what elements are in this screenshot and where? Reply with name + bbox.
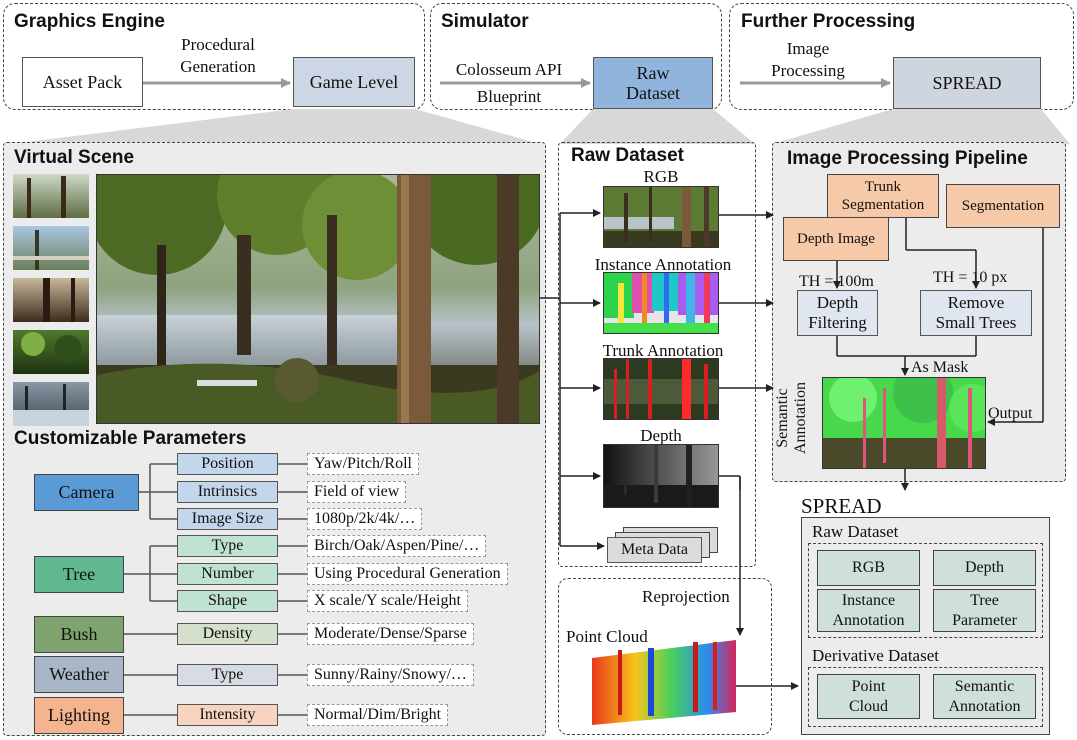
weather-type-value: Sunny/Rainy/Snowy/…: [307, 664, 474, 686]
camera-image-size-value: 1080p/2k/4k/…: [307, 508, 423, 530]
reprojection-label: Reprojection: [642, 587, 730, 606]
output-label: Output: [988, 405, 1033, 422]
scene-thumbnails: [13, 174, 89, 426]
raw-dataset-box-top: Raw Dataset: [593, 57, 713, 109]
lighting-intensity-param: Intensity: [177, 704, 278, 726]
trunk-segmentation-doc: Trunk Segmentation: [827, 174, 939, 218]
virtual-scene-title: Virtual Scene: [14, 147, 135, 168]
pipeline-title: Image Processing Pipeline: [787, 148, 1028, 169]
game-level-box: Game Level: [293, 57, 415, 107]
further-processing-title: Further Processing: [741, 11, 916, 32]
th-trees-label: TH = 10 px: [933, 269, 1008, 286]
point-cloud-label: Point Cloud: [566, 627, 648, 646]
trunk-annotation-label: Trunk Annotation: [602, 341, 724, 360]
camera-intrinsics-value: Field of view: [307, 481, 407, 503]
semantic-annotation-image: [822, 377, 986, 469]
spread-derivative-dataset-title: Derivative Dataset: [812, 646, 939, 665]
procedural-generation-label: Procedural Generation: [180, 35, 256, 76]
weather-type-param: Type: [177, 664, 278, 686]
simulator-section: [430, 3, 722, 110]
spread-raw-dataset-group: [808, 543, 1043, 638]
tree-shape-param: Shape: [177, 590, 278, 612]
trunk-annotation-image: [603, 358, 719, 420]
bush-density-param: Density: [177, 623, 278, 645]
depth-image-doc: Depth Image: [783, 217, 889, 261]
depth-label: Depth: [640, 426, 682, 445]
blueprint-label: Blueprint: [476, 87, 542, 106]
tree-number-value: Using Procedural Generation: [307, 563, 508, 585]
camera-image-size-param: Image Size: [177, 508, 278, 530]
spread-rgb-box: RGB: [817, 550, 920, 586]
customizable-parameters-title: Customizable Parameters: [14, 428, 247, 449]
camera-intrinsics-param: Intrinsics: [177, 481, 278, 503]
tree-number-param: Number: [177, 563, 278, 585]
image-processing-label: Image Processing: [771, 39, 845, 80]
virtual-scene-image: [96, 174, 540, 424]
spread-semantic-annotation-box: Semantic Annotation: [933, 674, 1036, 719]
lighting-intensity-value: Normal/Dim/Bright: [307, 704, 449, 726]
point-cloud-section: [558, 578, 772, 735]
instance-annotation-image: [603, 272, 719, 334]
simulator-title: Simulator: [441, 11, 529, 32]
rgb-image: [603, 186, 719, 248]
camera-position-value: Yaw/Pitch/Roll: [307, 453, 419, 475]
graphics-engine-title: Graphics Engine: [14, 11, 165, 32]
spread-point-cloud-box: Point Cloud: [817, 674, 920, 719]
tree-shape-value: X scale/Y scale/Height: [307, 590, 468, 612]
raw-dataset-section: [558, 142, 756, 567]
tree-type-param: Type: [177, 535, 278, 557]
graphics-engine-section: [3, 3, 425, 110]
depth-filtering-box: Depth Filtering: [797, 290, 878, 336]
spread-title: SPREAD: [801, 494, 882, 518]
rgb-label: RGB: [643, 167, 679, 186]
lighting-group: Lighting: [34, 697, 124, 734]
remove-small-trees-box: Remove Small Trees: [920, 290, 1032, 336]
asset-pack-box: Asset Pack: [22, 57, 143, 107]
spread-instance-annotation-box: Instance Annotation: [817, 589, 920, 632]
spread-derivative-dataset-group: [808, 667, 1043, 727]
spread-depth-box: Depth: [933, 550, 1036, 586]
colosseum-api-label: Colosseum API: [455, 60, 563, 79]
point-cloud-image: [592, 640, 736, 725]
tree-group: Tree: [34, 556, 124, 593]
camera-group: Camera: [34, 474, 139, 511]
spread-tree-parameter-box: Tree Parameter: [933, 589, 1036, 632]
weather-group: Weather: [34, 656, 124, 693]
as-mask-label: As Mask: [911, 359, 969, 376]
bush-density-value: Moderate/Dense/Sparse: [307, 623, 474, 645]
depth-image: [603, 444, 719, 508]
meta-data-box: Meta Data: [607, 537, 702, 563]
spread-raw-dataset-title: Raw Dataset: [812, 522, 899, 541]
tree-type-value: Birch/Oak/Aspen/Pine/…: [307, 535, 487, 557]
raw-dataset-title: Raw Dataset: [571, 145, 684, 166]
instance-annotation-label: Instance Annotation: [594, 255, 732, 274]
spread-box-top: SPREAD: [893, 57, 1041, 109]
segmentation-doc: Segmentation: [946, 184, 1060, 228]
camera-position-param: Position: [177, 453, 278, 475]
bush-group: Bush: [34, 616, 124, 653]
